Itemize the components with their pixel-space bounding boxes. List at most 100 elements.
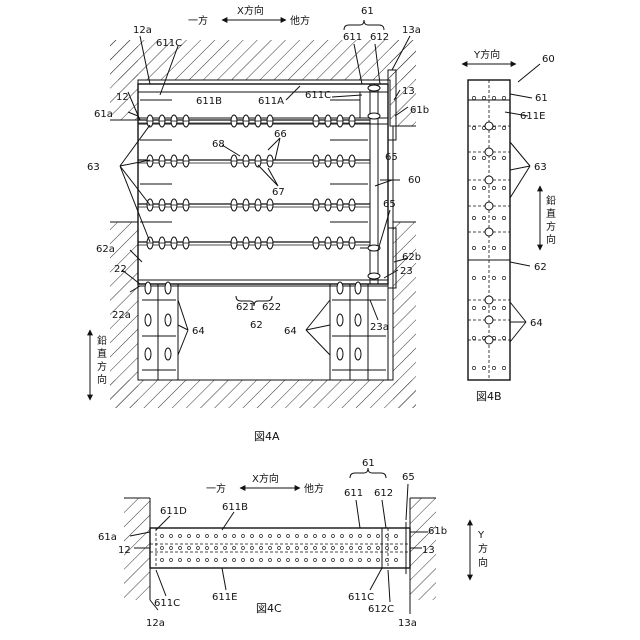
- label-61-4c: 61: [362, 458, 375, 469]
- hole: [269, 547, 272, 550]
- hole: [305, 535, 308, 538]
- hole: [482, 366, 485, 369]
- hole: [359, 547, 362, 550]
- hole-grid-4c: [161, 535, 398, 562]
- bolt-icon: [355, 348, 361, 360]
- label-611B-4c: 611B: [222, 502, 248, 513]
- label-62a: 62a: [96, 244, 115, 255]
- label-67: 67: [272, 187, 285, 198]
- bolt-icon: [165, 282, 171, 294]
- y-direction-indicator: Y方向: [462, 48, 516, 64]
- hole: [359, 535, 362, 538]
- hole: [188, 535, 191, 538]
- caption-fig-4c: 図4C: [256, 602, 282, 615]
- hole: [332, 535, 335, 538]
- bolt-icon: [485, 148, 493, 156]
- bolt-icon: [337, 314, 343, 326]
- hole: [269, 535, 272, 538]
- x-direction-indicator-4c: 一方 X方向 他方: [206, 472, 324, 495]
- label-65-mid: 65: [383, 199, 396, 210]
- hole: [492, 366, 495, 369]
- hole: [251, 559, 254, 562]
- hole: [341, 559, 344, 562]
- hole: [251, 547, 254, 550]
- bolt-icon: [355, 282, 361, 294]
- label-611C-top-right: 611C: [305, 90, 331, 101]
- label-611C-4c-left: 611C: [154, 598, 180, 609]
- label-611C-4c-right: 611C: [348, 592, 374, 603]
- hole: [206, 547, 209, 550]
- hole: [188, 559, 191, 562]
- bolt-icon: [145, 282, 151, 294]
- hole: [314, 559, 317, 562]
- hole: [492, 156, 495, 159]
- bolt-icon: [485, 336, 493, 344]
- hole: [350, 559, 353, 562]
- hole: [395, 559, 398, 562]
- hole: [233, 559, 236, 562]
- label-611D-4c: 611D: [160, 506, 187, 517]
- bolt-icon: [368, 273, 380, 279]
- hole: [314, 535, 317, 538]
- hole: [482, 156, 485, 159]
- hole: [197, 535, 200, 538]
- hole: [179, 559, 182, 562]
- label-y-4c-3: 向: [478, 556, 488, 569]
- figure-4b: Y方向 鉛 直 方 向 60 61 611E 63 62 64 図4B: [462, 48, 556, 403]
- hole: [242, 535, 245, 538]
- bolt-icon: [145, 348, 151, 360]
- label-22a: 22a: [112, 310, 131, 321]
- label-vertical-4b-4: 向: [546, 233, 556, 246]
- hole: [206, 559, 209, 562]
- label-vertical-4: 向: [97, 373, 107, 386]
- bolt-icon: [368, 85, 380, 91]
- label-12-4c: 12: [118, 545, 131, 556]
- label-65-top: 65: [385, 152, 398, 163]
- label-12: 12: [116, 92, 129, 103]
- hole: [502, 126, 505, 129]
- frame-60: [138, 70, 396, 380]
- hole: [206, 535, 209, 538]
- label-612C-4c: 612C: [368, 604, 394, 615]
- brace-61-4c: [350, 468, 386, 478]
- hole: [305, 559, 308, 562]
- hole: [502, 216, 505, 219]
- hole: [215, 547, 218, 550]
- label-61-top: 61: [361, 6, 374, 17]
- hole: [314, 547, 317, 550]
- figure-4c: 一方 X方向 他方 Y 方 向: [98, 458, 488, 629]
- label-13a: 13a: [402, 25, 421, 36]
- label-vertical-2: 直: [97, 347, 107, 360]
- label-611E-4b: 611E: [520, 111, 545, 122]
- label-611E-4c: 611E: [212, 592, 237, 603]
- label-66: 66: [274, 129, 287, 140]
- hole: [482, 246, 485, 249]
- hole: [260, 559, 263, 562]
- hole: [260, 535, 263, 538]
- label-60-4b: 60: [542, 54, 555, 65]
- hole: [386, 559, 389, 562]
- hole: [482, 306, 485, 309]
- hole: [233, 535, 236, 538]
- label-61b-4c: 61b: [428, 526, 447, 537]
- hole: [170, 559, 173, 562]
- labels-4b: 60 61 611E 63 62 64: [520, 54, 555, 329]
- label-61b: 61b: [410, 105, 429, 116]
- hole: [492, 96, 495, 99]
- vertical-direction-indicator: 鉛 直 方 向: [90, 330, 107, 400]
- label-62-4b: 62: [534, 262, 547, 273]
- label-vertical-4b-1: 鉛: [546, 194, 556, 207]
- label-x-direction: X方向: [237, 4, 264, 17]
- hole: [341, 535, 344, 538]
- label-x-direction-4c: X方向: [252, 472, 279, 485]
- hole: [472, 156, 475, 159]
- label-62-bottom: 62: [250, 320, 263, 331]
- hole: [502, 96, 505, 99]
- label-23a: 23a: [370, 322, 389, 333]
- hole: [233, 547, 236, 550]
- brace-61: [344, 20, 384, 30]
- hole: [395, 547, 398, 550]
- label-13-4c: 13: [422, 545, 435, 556]
- hole: [368, 535, 371, 538]
- hole: [472, 336, 475, 339]
